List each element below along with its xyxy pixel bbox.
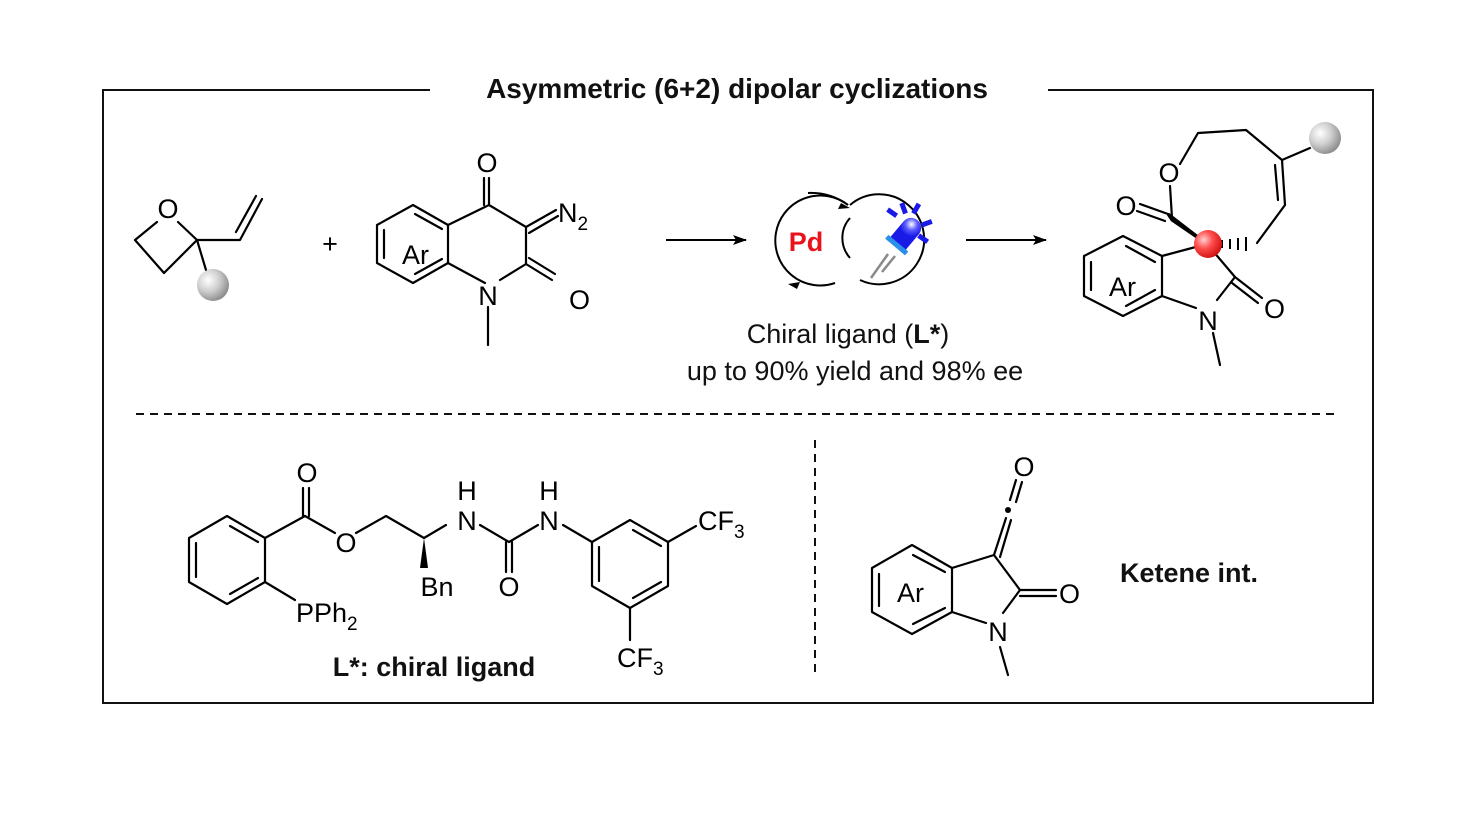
atom-n: N	[1198, 306, 1218, 336]
condition-ligand-text: Chiral ligand (L*)	[747, 319, 950, 349]
atom-n1: N	[457, 506, 477, 536]
pd-catalytic-cycle: Pd	[774, 191, 850, 289]
pd-label: Pd	[789, 227, 824, 257]
reactant-diazoquinolinedione: Ar O N2 N O	[375, 148, 590, 347]
atom-o-right: O	[1059, 579, 1080, 609]
atom-n: N	[988, 617, 1008, 647]
radical-dot	[1005, 507, 1011, 513]
atom-o-top: O	[476, 148, 497, 178]
atom-o-top: O	[1013, 452, 1034, 482]
figure-title: Asymmetric (6+2) dipolar cyclizations	[486, 73, 988, 104]
ligand-caption: L*: chiral ligand	[333, 652, 536, 682]
atom-n: N	[478, 281, 498, 311]
plus-sign: +	[322, 229, 338, 259]
atom-ar: Ar	[897, 578, 924, 608]
spiro-center-icon	[1194, 230, 1222, 258]
substituent-ball-icon	[197, 269, 229, 301]
condition-yield-text: up to 90% yield and 98% ee	[687, 356, 1023, 386]
atom-o-ester: O	[335, 528, 356, 558]
photo-catalytic-cycle	[841, 193, 926, 286]
ketene-intermediate-structure: Ar O O N	[870, 452, 1080, 677]
atom-ar: Ar	[402, 240, 429, 270]
atom-n2: N2	[558, 198, 588, 235]
atom-pph2: PPh2	[296, 598, 358, 635]
atom-ar: Ar	[1109, 272, 1136, 302]
atom-o-urea: O	[498, 572, 519, 602]
atom-o-carbonyl: O	[296, 458, 317, 488]
blue-led-icon	[869, 202, 933, 279]
reactant-vinyloxetane: O	[133, 194, 264, 301]
outer-frame	[102, 89, 1374, 704]
atom-cf3-top: CF3	[698, 506, 745, 543]
ligand-structure: O O PPh2 H N H N O Bn CF3 CF3	[187, 458, 745, 680]
product-spirooxindole: Ar N O O O	[1082, 122, 1341, 367]
atom-o-ring: O	[1158, 158, 1179, 188]
ketene-caption: Ketene int.	[1120, 558, 1258, 588]
hashed-wedge	[1221, 237, 1247, 251]
atom-h1: H	[457, 476, 477, 506]
atom-o: O	[157, 194, 178, 224]
substituent-ball-icon	[1309, 122, 1341, 154]
atom-cf3-bottom: CF3	[617, 643, 664, 680]
atom-n2: N	[539, 506, 559, 536]
atom-h2: H	[539, 476, 559, 506]
atom-bn: Bn	[420, 572, 453, 602]
atom-o-amide: O	[1264, 294, 1285, 324]
atom-o-right: O	[569, 285, 590, 315]
atom-o-carbonyl: O	[1115, 191, 1136, 221]
